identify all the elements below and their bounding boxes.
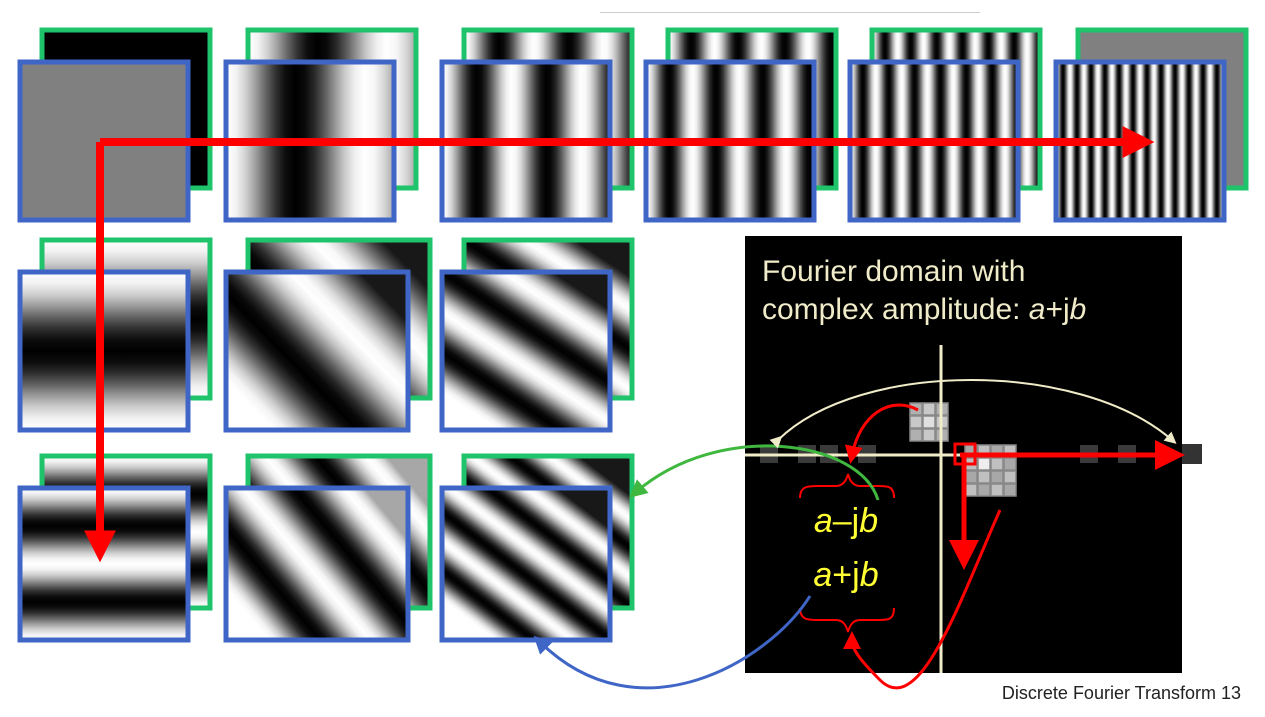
- panel-title-a: a: [1028, 293, 1046, 326]
- cell-lower-3-0: [964, 483, 978, 497]
- cell-lower-2-2: [990, 470, 1004, 484]
- amplitude-minus: a–jb: [786, 502, 906, 541]
- amp-plus-b: b: [859, 556, 879, 594]
- panel-title-line1: Fourier domain with: [762, 255, 1026, 288]
- tile-r2-c1-real: [17, 269, 191, 433]
- amplitude-plus: a+jb: [786, 556, 906, 595]
- cell-upper-0-0: [909, 402, 923, 416]
- cell-upper-1-1: [922, 415, 936, 429]
- cell-lower-3-3: [1003, 483, 1017, 497]
- slide-footer: Discrete Fourier Transform 13: [1001, 683, 1241, 703]
- amp-plus-op: +j: [832, 556, 860, 594]
- cell-upper-2-0: [909, 428, 923, 442]
- axis-sample-end: [1182, 444, 1202, 464]
- cell-lower-3-2: [990, 483, 1004, 497]
- cell-upper-1-0: [909, 415, 923, 429]
- tile-r2-c3-real: [439, 269, 613, 433]
- amp-minus-op: –j: [832, 502, 860, 540]
- tile-r3-c2-real: [223, 485, 411, 643]
- cell-lower-1-3: [1003, 457, 1017, 471]
- panel-title-mid: +j: [1045, 293, 1070, 326]
- top-rule: [600, 12, 980, 13]
- panel-title-b: b: [1069, 293, 1087, 326]
- cell-upper-0-1: [922, 402, 936, 416]
- cell-lower-2-0: [964, 470, 978, 484]
- amp-plus-a: a: [813, 556, 833, 594]
- cell-lower-1-1: [977, 457, 991, 471]
- amp-minus-a: a: [813, 502, 833, 540]
- cell-upper-2-1: [922, 428, 936, 442]
- tile-r3-c1-real: [17, 485, 191, 643]
- cell-lower-1-2: [990, 457, 1004, 471]
- panel-title-line2-prefix: complex amplitude:: [762, 293, 1029, 326]
- cell-lower-2-3: [1003, 470, 1017, 484]
- amp-minus-b: b: [859, 502, 879, 540]
- cell-lower-2-1: [977, 470, 991, 484]
- cell-lower-3-1: [977, 483, 991, 497]
- panel-title: Fourier domain with complex amplitude: a…: [762, 253, 1182, 329]
- tile-r2-c2-real: [223, 269, 411, 433]
